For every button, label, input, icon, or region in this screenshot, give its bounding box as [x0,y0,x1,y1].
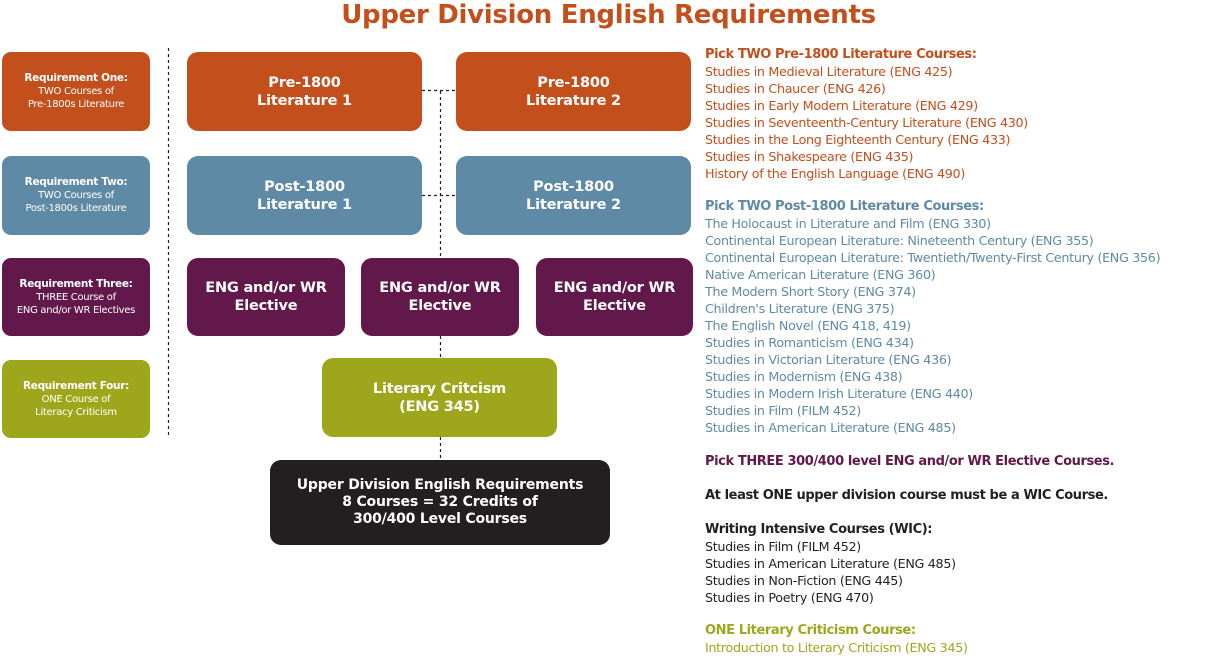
requirement-text: Pre-1800s Literature [27,99,125,110]
post1800-list: Pick TWO Post-1800 Literature Courses: T… [705,198,1217,436]
list-item: Studies in Shakespeare (ENG 435) [705,149,914,164]
course-label: Post-1800 [264,178,345,195]
summary-label: 300/400 Level Courses [353,511,527,527]
requirement-text: Literacy Criticism [35,406,117,418]
course-label: Literary Critcism [372,380,507,397]
list-heading: ONE Literary Criticism Course: [705,623,916,638]
list-item: Continental European Literature: Twentie… [705,250,1161,265]
requirement-text: ENG and/or WR Electives [16,304,136,316]
pre1800-list: Pick TWO Pre-1800 Literature Courses: St… [705,46,1217,182]
list-item: Studies in Modernism (ENG 438) [705,369,903,384]
requirement-two-box: Requirement Two: TWO Courses of Post-180… [2,156,150,235]
list-item: History of the English Language (ENG 490… [705,166,965,181]
requirement-title: Requirement Four: [22,379,130,392]
list-item: The English Novel (ENG 418, 419) [705,318,911,333]
total-requirements-box: Upper Division English Requirements 8 Co… [270,460,610,545]
wic-list: Writing Intensive Courses (WIC): Studies… [705,521,1217,606]
list-item: The Holocaust in Literature and Film (EN… [705,216,991,231]
elective-3-box: ENG and/or WR Elective [536,258,693,336]
list-heading: Pick TWO Pre-1800 Literature Courses: [705,47,977,62]
course-label: Literature 1 [257,196,352,213]
list-item: Studies in Chaucer (ENG 426) [705,81,886,96]
list-item: Studies in Non-Fiction (ENG 445) [705,573,903,588]
course-label: ENG and/or WR [553,280,676,296]
course-label: ENG and/or WR [379,280,501,296]
list-item: Studies in Film (FILM 452) [705,403,861,418]
course-label: (ENG 345) [399,398,480,415]
requirement-title: Requirement One: [24,72,128,84]
wic-note: At least ONE upper division course must … [705,487,1217,504]
pre1800-literature-2-box: Pre-1800 Literature 2 [456,52,691,131]
course-label: ENG and/or WR [205,280,327,296]
list-item: Children's Literature (ENG 375) [705,301,895,316]
course-lists: Pick TWO Pre-1800 Literature Courses: St… [705,46,1217,656]
elective-2-box: ENG and/or WR Elective [361,258,519,336]
list-item: Studies in American Literature (ENG 485) [705,420,956,435]
list-heading: At least ONE upper division course must … [705,488,1108,503]
course-label: Elective [583,298,646,314]
list-item: Native American Literature (ENG 360) [705,267,936,282]
requirement-three-box: Requirement Three: THREE Course of ENG a… [2,258,150,336]
list-item: Studies in American Literature (ENG 485) [705,556,956,571]
course-label: Elective [408,298,472,314]
elective-1-box: ENG and/or WR Elective [187,258,345,336]
list-item: Studies in Poetry (ENG 470) [705,590,874,605]
electives-note: Pick THREE 300/400 level ENG and/or WR E… [705,453,1217,470]
course-label: Elective [234,298,298,314]
list-item: Studies in Victorian Literature (ENG 436… [705,352,952,367]
list-item: Continental European Literature: Ninetee… [705,233,1094,248]
list-item: The Modern Short Story (ENG 374) [705,284,916,299]
course-label: Literature 1 [257,92,352,109]
list-item: Studies in the Long Eighteenth Century (… [705,132,1011,147]
requirement-text: TWO Courses of [38,190,114,201]
list-heading: Pick TWO Post-1800 Literature Courses: [705,199,984,214]
course-label: Literature 2 [526,92,621,109]
list-item: Studies in Modern Irish Literature (ENG … [705,386,973,401]
criticism-list: ONE Literary Criticism Course: Introduct… [705,622,1217,656]
post1800-literature-2-box: Post-1800 Literature 2 [456,156,691,235]
literary-criticism-box: Literary Critcism (ENG 345) [322,358,557,437]
requirement-one-box: Requirement One: TWO Courses of Pre-1800… [2,52,150,131]
course-label: Post-1800 [533,178,614,195]
requirement-four-box: Requirement Four: ONE Course of Literacy… [2,360,150,438]
course-label: Pre-1800 [537,74,610,91]
summary-label: 8 Courses = 32 Credits of [342,494,538,510]
list-item: Studies in Medieval Literature (ENG 425) [705,64,953,79]
requirement-text: TWO Courses of [38,86,114,97]
list-item: Studies in Romanticism (ENG 434) [705,335,914,350]
requirement-title: Requirement Two: [24,176,128,188]
post1800-literature-1-box: Post-1800 Literature 1 [187,156,422,235]
requirement-text: Post-1800s Literature [25,203,127,214]
pre1800-literature-1-box: Pre-1800 Literature 1 [187,52,422,131]
requirement-title: Requirement Three: [19,277,133,290]
requirement-text: ONE Course of [41,393,111,405]
list-item: Introduction to Literary Criticism (ENG … [705,640,968,655]
list-item: Studies in Seventeenth-Century Literatur… [705,115,1028,130]
summary-label: Upper Division English Requirements [296,477,584,493]
list-heading: Pick THREE 300/400 level ENG and/or WR E… [705,454,1115,469]
course-label: Literature 2 [526,196,621,213]
requirement-text: THREE Course of [36,291,116,303]
course-label: Pre-1800 [268,74,341,91]
list-heading: Writing Intensive Courses (WIC): [705,522,933,537]
list-item: Studies in Early Modern Literature (ENG … [705,98,978,113]
list-item: Studies in Film (FILM 452) [705,539,861,554]
page-title: Upper Division English Requirements [341,0,876,30]
